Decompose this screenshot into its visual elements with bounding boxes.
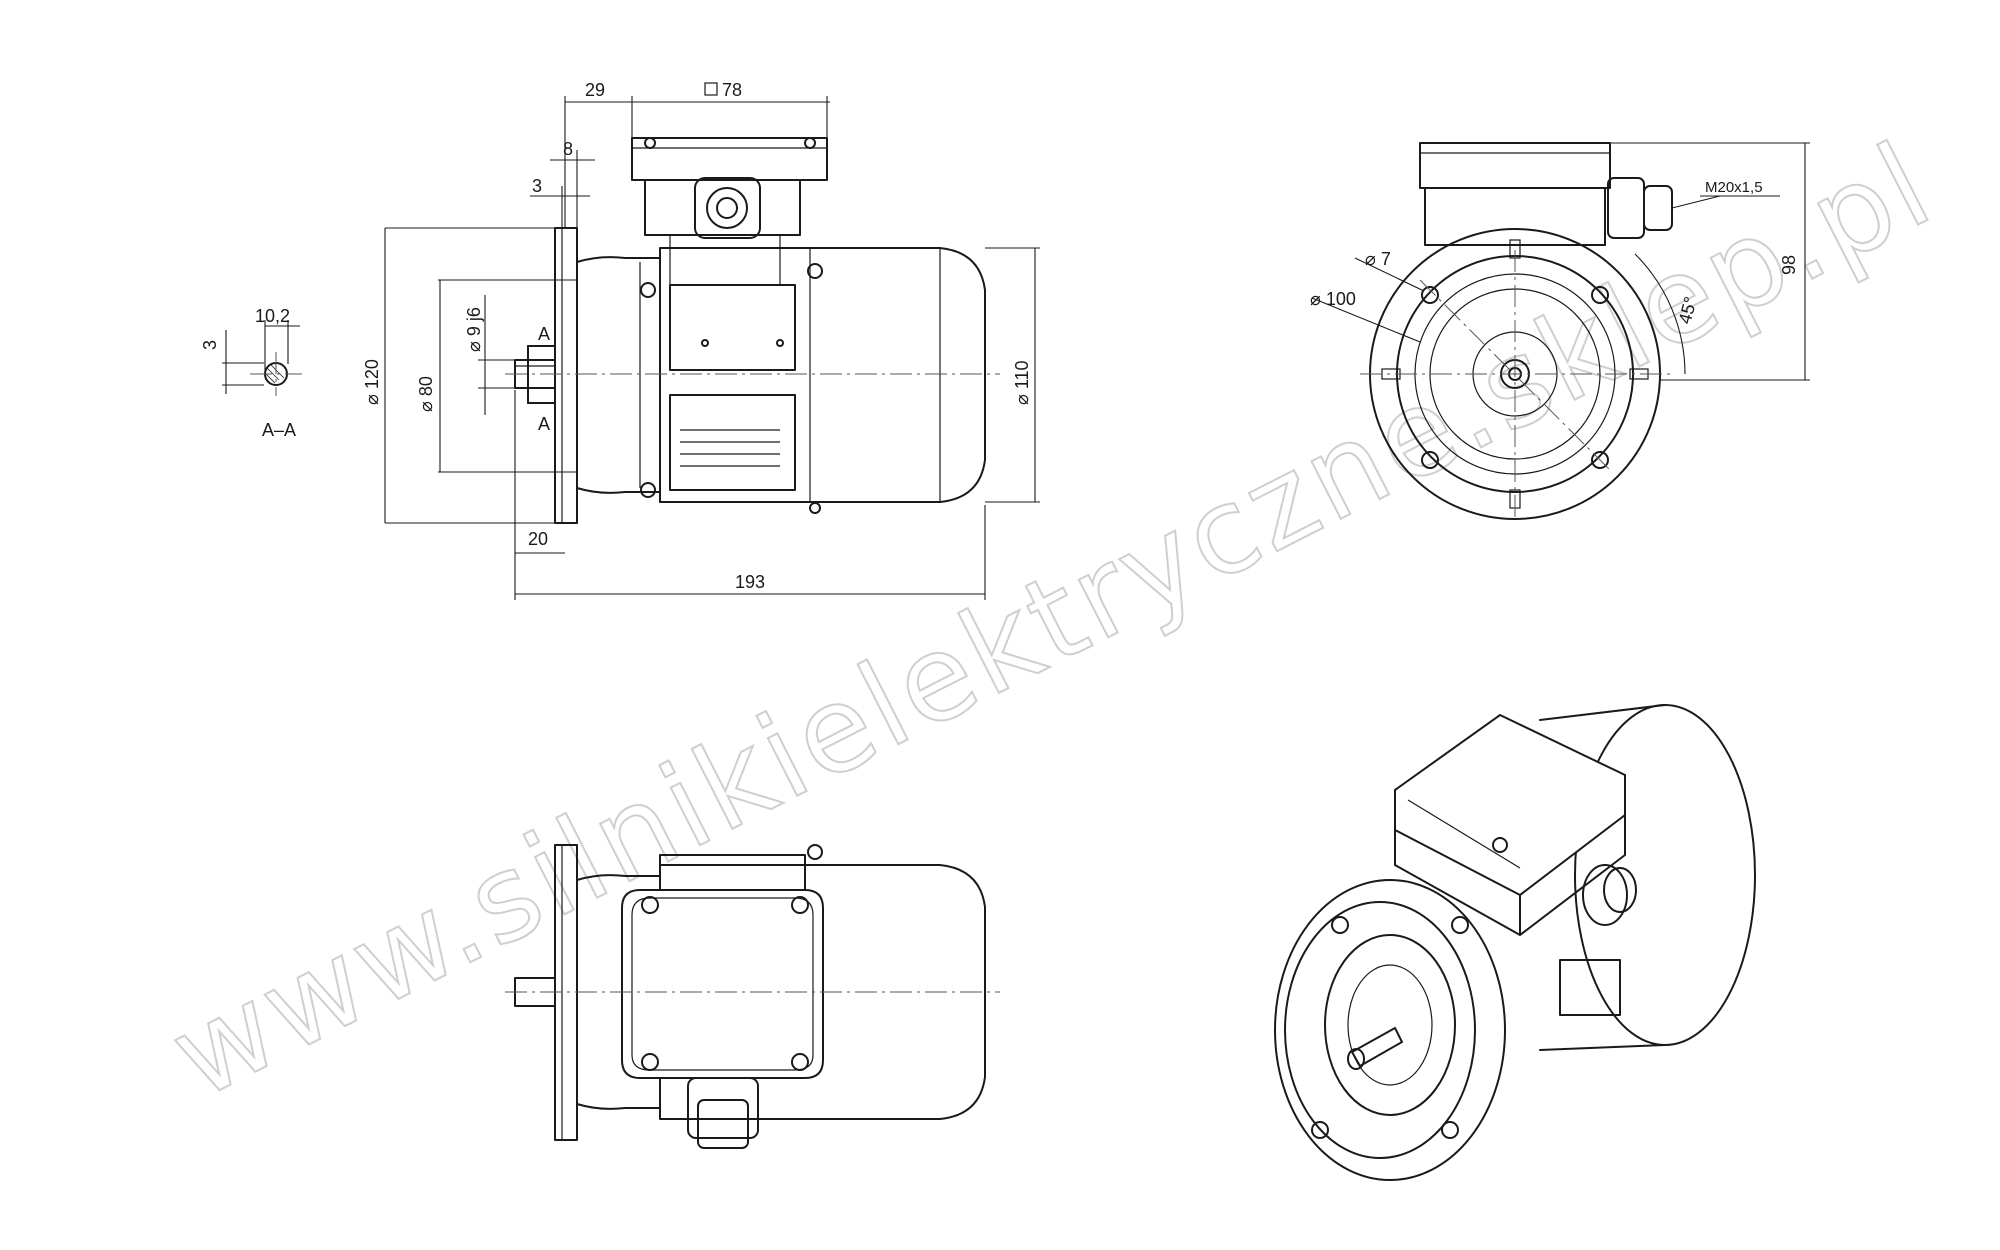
section-a-a: 10,2 3 A–A [200,306,302,440]
section-mark-top: A [538,324,550,344]
dim-dia-120: ⌀ 120 [362,359,382,405]
top-view [505,844,1000,1149]
dim-dia-80: ⌀ 80 [416,376,436,412]
dim-m20: M20x1,5 [1705,179,1763,196]
dim-dia-100: ⌀ 100 [1310,289,1356,309]
dim-10-2: 10,2 [255,306,290,326]
square-symbol [704,82,718,96]
isometric-view [1274,704,1756,1181]
dim-dia-9j6: ⌀ 9 j6 [464,307,484,352]
dim-193: 193 [735,572,765,592]
svg-text:www.silnikielektryczne.sklep.p: www.silnikielektryczne.sklep.pl [150,115,1954,1125]
dim-3-section: 3 [200,340,220,350]
dim-3-flange: 3 [532,176,542,196]
dim-78: 78 [722,80,742,100]
dim-20: 20 [528,529,548,549]
watermark: www.silnikielektryczne.sklep.pl [149,114,1955,1126]
section-label: A–A [262,420,296,440]
dim-dia-7: ⌀ 7 [1365,249,1391,269]
dim-dia-110: ⌀ 110 [1012,360,1032,405]
front-view: ⌀ 7 ⌀ 100 M20x1,5 98 45° [1310,142,1810,520]
dim-29: 29 [585,80,605,100]
side-view: 29 78 8 3 ⌀ 120 ⌀ 80 ⌀ 9 j6 A A [362,80,1040,600]
section-mark-bottom: A [538,414,550,434]
dim-98: 98 [1779,255,1799,275]
dim-8: 8 [563,139,573,159]
